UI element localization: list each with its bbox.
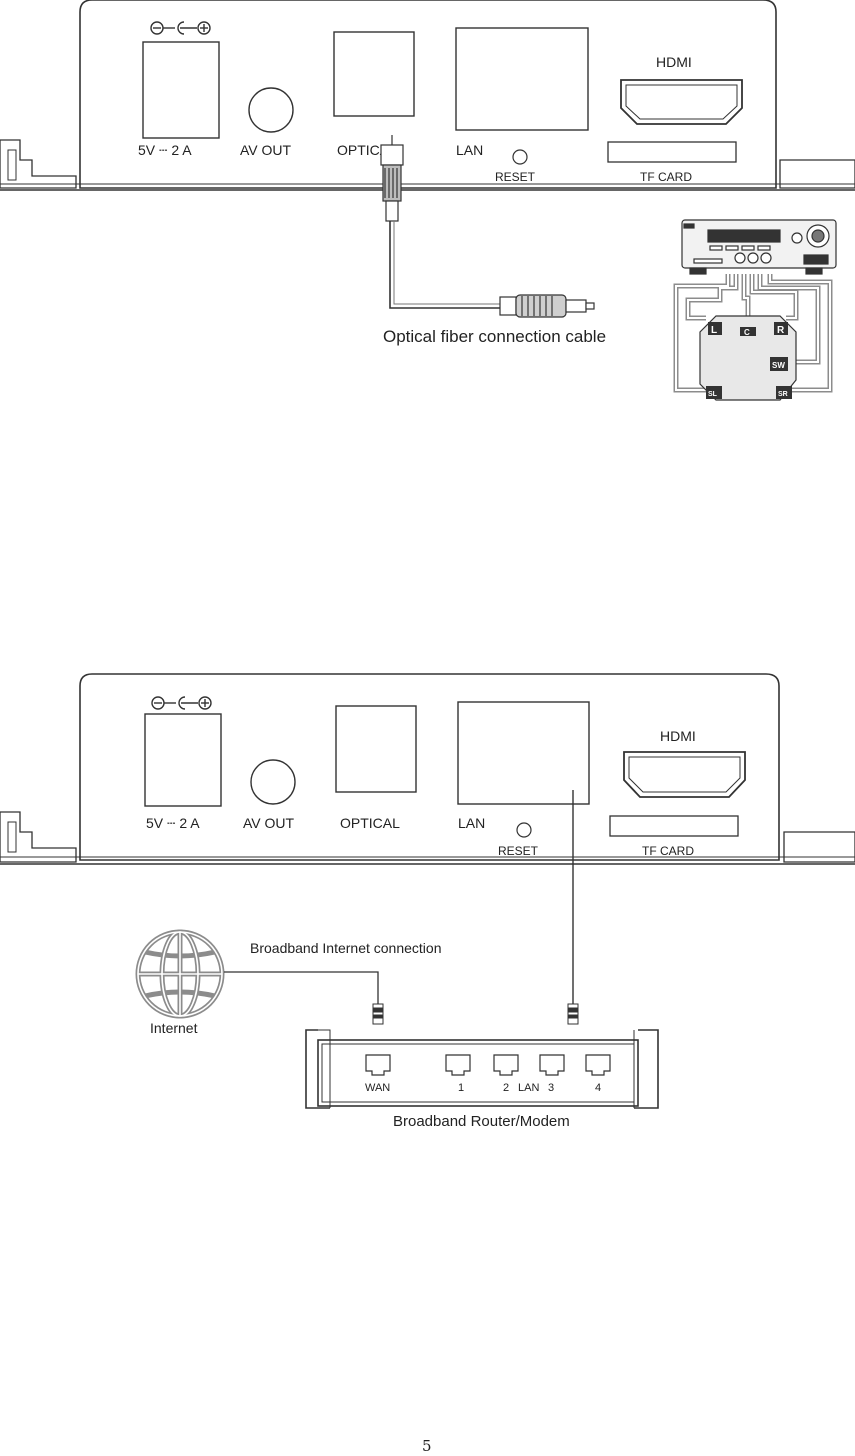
av-out-port-2	[250, 759, 296, 805]
optical-cable-end-plug	[499, 294, 595, 318]
lan-label: LAN	[456, 142, 483, 158]
av-out-port	[248, 87, 294, 133]
reset-button-2	[516, 822, 532, 838]
speaker-label-r: R	[777, 325, 785, 336]
router-icon	[305, 1029, 659, 1109]
lan-port	[455, 27, 589, 131]
av-receiver-icon	[681, 219, 837, 275]
lan-label-2: LAN	[458, 815, 485, 831]
lan-port-3-label: 3	[548, 1082, 554, 1094]
device-back-panel	[79, 0, 777, 189]
optical-port	[333, 31, 415, 117]
optical-label-2: OPTICAL	[340, 815, 400, 831]
dc-polarity-icon	[150, 21, 211, 35]
hdmi-label-2: HDMI	[660, 728, 696, 744]
device-base-rail	[0, 139, 855, 189]
device-back-panel-2	[79, 673, 780, 861]
speaker-label-c: C	[744, 328, 750, 337]
optical-cable	[389, 221, 500, 309]
av-out-label: AV OUT	[240, 142, 292, 158]
power-port	[142, 41, 220, 139]
power-label-2: 5V ┄ 2 A	[146, 815, 200, 831]
hdmi-port	[620, 79, 743, 125]
lan-cable-plug	[567, 1003, 579, 1025]
diagram-network-connection: 5V ┄ 2 A AV OUT OPTICAL LAN RESET HDMI T…	[0, 673, 855, 1130]
reset-button	[512, 149, 528, 165]
lan-ports-label: LAN	[518, 1082, 539, 1094]
power-port-2	[144, 713, 222, 807]
power-label: 5V ┄ 2 A	[138, 142, 192, 158]
cable-caption: Optical fiber connection cable	[383, 327, 606, 346]
router-label: Broadband Router/Modem	[393, 1113, 570, 1130]
tf-card-label-2: TF CARD	[642, 844, 694, 858]
speaker-label-l: L	[711, 325, 717, 336]
tf-card-slot-2	[609, 815, 739, 837]
optical-plug	[380, 135, 404, 222]
broadband-cable	[224, 971, 379, 1004]
reset-label-2: RESET	[498, 844, 539, 858]
tf-card-label: TF CARD	[640, 170, 692, 184]
lan-port-2	[457, 701, 590, 805]
dc-polarity-icon-2	[151, 696, 212, 710]
hdmi-port-2	[623, 751, 746, 798]
device-base-rail-2	[0, 811, 855, 863]
lan-port-1-label: 1	[458, 1082, 464, 1094]
speaker-label-sr: SR	[778, 391, 788, 398]
internet-label: Internet	[150, 1020, 198, 1036]
speaker-wires-inner	[675, 274, 831, 391]
tf-card-slot	[607, 141, 737, 163]
lan-port-4-label: 4	[595, 1082, 601, 1094]
diagram-optical-connection: 5V ┄ 2 A AV OUT OPTICAL LAN RESET HDMI T…	[0, 0, 855, 401]
optical-port-2	[335, 705, 417, 793]
wan-port-label: WAN	[365, 1082, 390, 1094]
router-ports	[365, 1054, 611, 1076]
broadband-label: Broadband Internet connection	[250, 940, 441, 956]
speaker-label-sw: SW	[772, 361, 785, 370]
speaker-layout: L C R SW SL SR	[699, 315, 797, 401]
hdmi-label: HDMI	[656, 54, 692, 70]
speaker-label-sl: SL	[708, 391, 718, 398]
av-out-label-2: AV OUT	[243, 815, 295, 831]
reset-label: RESET	[495, 170, 536, 184]
page-number: 5	[422, 1437, 432, 1455]
wan-cable-plug	[372, 1003, 384, 1025]
lan-port-2-label: 2	[503, 1082, 509, 1094]
